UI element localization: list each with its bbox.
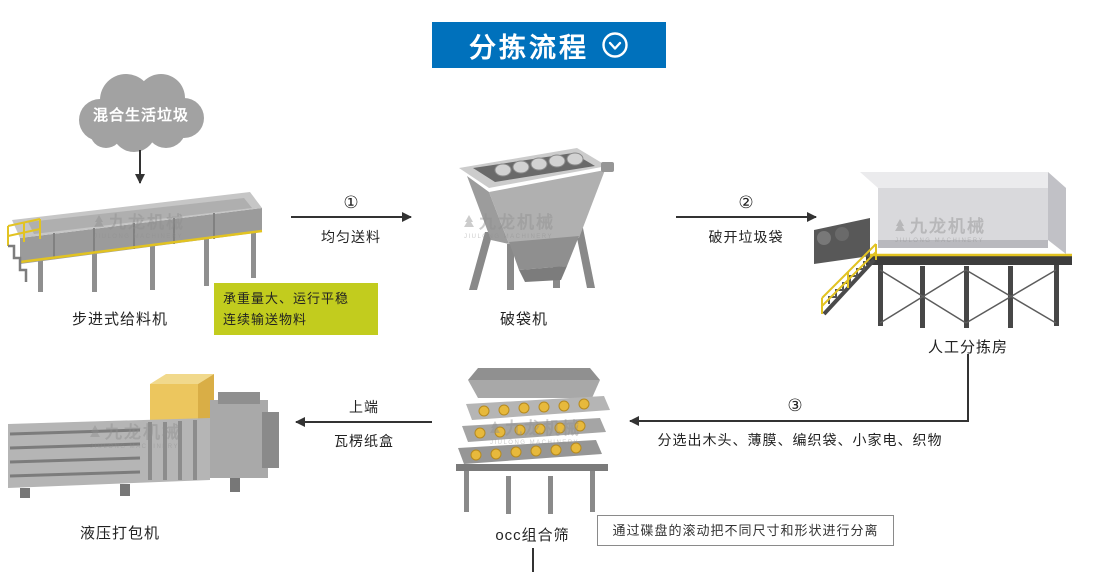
feeder-note-line1: 承重量大、运行平稳 — [223, 291, 350, 306]
input-cloud-label: 混合生活垃圾 — [92, 107, 189, 124]
input-cloud: 混合生活垃圾 — [74, 68, 208, 154]
occ-screen-illustration — [448, 366, 624, 516]
chevron-down-circle-icon — [601, 31, 629, 59]
step4-label-bottom: 瓦楞纸盒 — [334, 433, 394, 449]
step4-label-top: 上端 — [349, 399, 379, 415]
step2-arrow — [676, 212, 817, 222]
baler-label: 液压打包机 — [79, 525, 160, 542]
page-title: 分拣流程 — [469, 32, 589, 63]
step2-number: ② — [738, 193, 754, 212]
step3-arrow-vertical — [967, 354, 969, 421]
step2-label: 破开垃圾袋 — [708, 229, 784, 245]
feeder-note-line2: 连续输送物料 — [223, 312, 308, 327]
step3-label: 分选出木头、薄膜、编织袋、小家电、织物 — [657, 432, 943, 448]
step4-arrow — [295, 417, 432, 427]
bag-breaker-label: 破袋机 — [499, 311, 548, 328]
title-banner: 分拣流程 — [432, 22, 666, 68]
step3-number: ③ — [787, 396, 803, 415]
sorting-room-label: 人工分拣房 — [927, 339, 1008, 356]
step1-number: ① — [343, 193, 359, 212]
occ-down-line — [532, 548, 534, 572]
bag-breaker-illustration — [455, 140, 615, 298]
cloud-shape — [79, 74, 204, 152]
cloud-to-feeder-arrow — [135, 150, 145, 184]
feeder-note: 承重量大、运行平稳 连续输送物料 — [214, 283, 378, 335]
baler-illustration — [0, 372, 292, 518]
feeder-illustration — [4, 182, 276, 298]
feeder-label: 步进式给料机 — [71, 311, 168, 328]
occ-note: 通过碟盘的滚动把不同尺寸和形状进行分离 — [597, 515, 894, 546]
step1-label: 均匀送料 — [321, 229, 381, 245]
occ-screen-label: occ组合筛 — [495, 527, 570, 544]
step3-arrow — [629, 416, 969, 426]
step1-arrow — [291, 212, 412, 222]
sorting-room-illustration — [808, 168, 1084, 334]
